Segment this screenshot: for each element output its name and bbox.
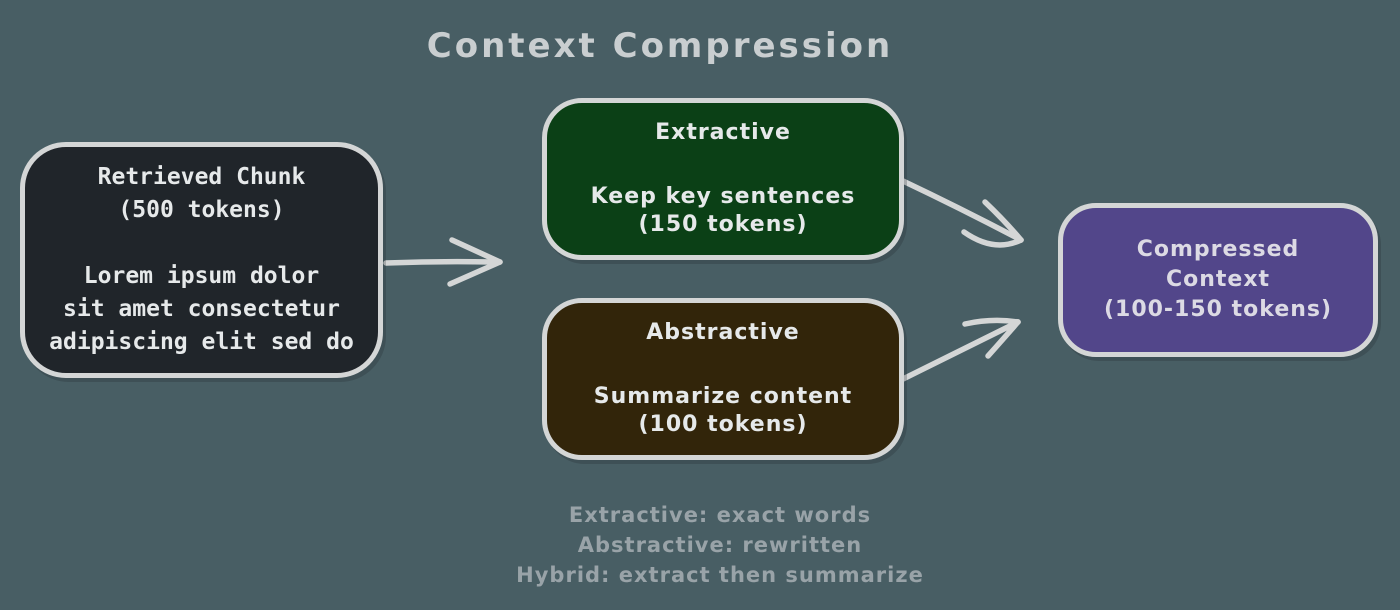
chunk-body-line3: adipiscing elit sed do	[49, 329, 354, 355]
abstractive-body-line2: (100 tokens)	[638, 412, 808, 437]
abstractive-body: Summarize content (100 tokens)	[594, 383, 852, 439]
legend-line-hybrid: Hybrid: extract then summarize	[516, 563, 924, 587]
arrow-extractive-to-compressed	[900, 178, 1024, 248]
arrow-abstractive-to-compressed	[900, 317, 1021, 382]
chunk-body-line2: sit amet consectetur	[63, 296, 340, 322]
abstractive-heading: Abstractive	[646, 320, 800, 345]
extractive-body-line1: Keep key sentences	[590, 184, 856, 209]
compressed-line1: Compressed	[1136, 237, 1300, 262]
compressed-context-node: Compressed Context (100-150 tokens)	[1058, 203, 1378, 357]
extractive-body: Keep key sentences (150 tokens)	[591, 183, 856, 239]
arrow-chunk-to-methods	[383, 237, 503, 287]
compressed-line3: (100-150 tokens)	[1103, 297, 1333, 322]
diagram-title: Context Compression	[426, 26, 894, 66]
abstractive-body-line1: Summarize content	[593, 384, 853, 409]
extractive-body-line2: (150 tokens)	[638, 212, 808, 237]
chunk-heading-line1: Retrieved Chunk	[97, 164, 306, 190]
chunk-body-line1: Lorem ipsum dolor	[83, 263, 320, 289]
retrieved-chunk-node: Retrieved Chunk (500 tokens) Lorem ipsum…	[20, 142, 383, 378]
legend-line-extractive: Extractive: exact words	[568, 503, 872, 527]
chunk-heading-line2: (500 tokens)	[118, 197, 285, 223]
extractive-heading: Extractive	[655, 120, 791, 145]
abstractive-node: Abstractive Summarize content (100 token…	[542, 298, 904, 460]
compressed-line2: Context	[1165, 267, 1271, 292]
legend-line-abstractive: Abstractive: rewritten	[577, 533, 863, 557]
legend: Extractive: exact words Abstractive: rew…	[516, 500, 924, 590]
extractive-node: Extractive Keep key sentences (150 token…	[542, 98, 904, 260]
